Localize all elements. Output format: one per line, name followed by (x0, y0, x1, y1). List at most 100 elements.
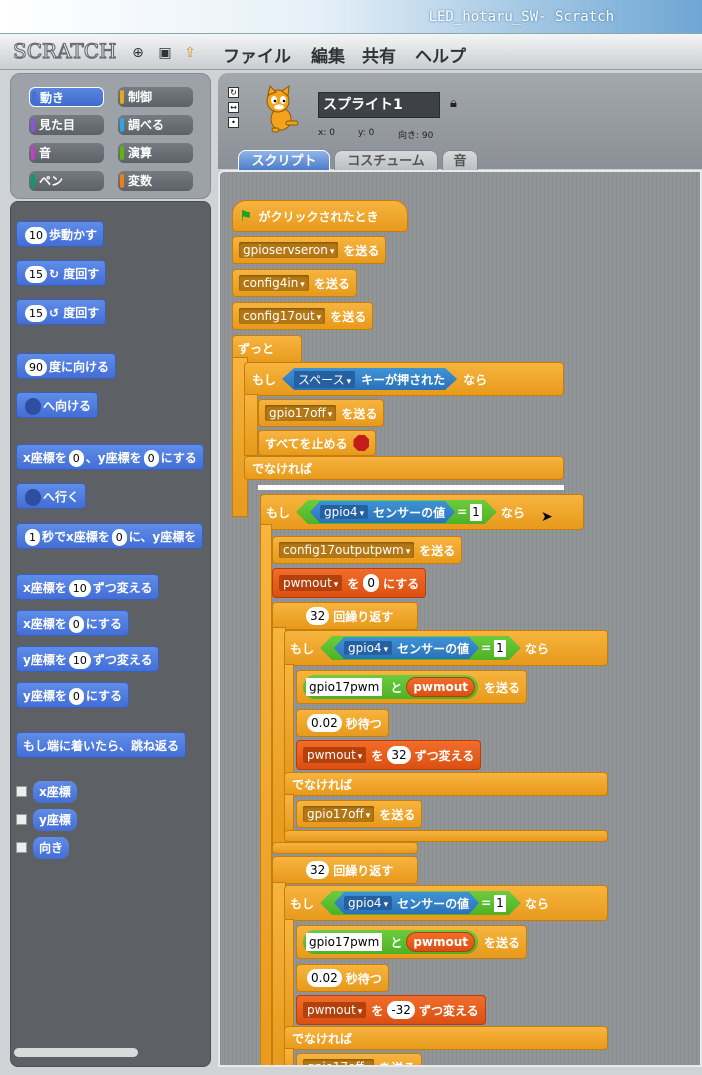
script-area[interactable]: ⚑がクリックされたとき gpioservseronを送る config4inを送… (218, 170, 702, 1067)
sprite-cat-icon (266, 85, 299, 133)
repeat-block[interactable] (272, 602, 418, 630)
repeat-block[interactable] (272, 856, 418, 884)
broadcast-block[interactable]: config17outputpwmを送る (272, 536, 463, 564)
tab-costumes[interactable]: コスチューム (334, 150, 438, 172)
category-sensing[interactable]: 調べる (118, 115, 193, 135)
category-motion[interactable]: 動き (29, 87, 104, 107)
if-sensor-condition: もし gpio4センサーの値=1 なら (260, 496, 531, 528)
window-title: LED_hotaru_SW- Scratch (428, 9, 614, 25)
repeat-end (272, 842, 418, 854)
x-position-reporter[interactable]: x座標 (33, 781, 77, 803)
palette-scrollbar[interactable] (14, 1048, 138, 1057)
else-label: でなければ (292, 1031, 353, 1046)
broadcast-block[interactable]: config17outを送る (232, 302, 374, 330)
if-sensor-condition: もし gpio4センサーの値=1 なら (284, 632, 555, 664)
category-pen[interactable]: ペン (29, 171, 104, 191)
tab-sounds[interactable]: 音 (442, 150, 478, 172)
green-flag-icon: ⚑ (239, 207, 253, 225)
globe-icon[interactable]: ⊕ (132, 45, 144, 61)
rotate-ccw-icon: ↺ (49, 306, 64, 320)
turn-left-block[interactable]: 15↺ 度回す (16, 299, 107, 325)
sprite-y-readout: y: 0 (358, 128, 375, 138)
turn-right-block[interactable]: 15↻ 度回す (16, 260, 107, 286)
direction-reporter[interactable]: 向き (33, 837, 70, 859)
broadcast-block[interactable]: gpio17offを送る (296, 800, 423, 828)
if-sensor-condition: もし gpio4センサーの値=1 なら (284, 887, 555, 919)
sprite-name-field[interactable]: スプライト1 (318, 92, 440, 118)
category-panel: 動き 制御 見た目 調べる 音 演算 ペン 変数 (10, 73, 211, 199)
if-else-arm (284, 664, 294, 774)
menu-bar: SCRATCH ⊕ ▣ ⇪ ファイル 編集 共有 ヘルプ (0, 34, 702, 70)
menu-help[interactable]: ヘルプ (415, 47, 466, 67)
if-else-end (284, 830, 608, 842)
else-arm (284, 794, 294, 834)
sprite-info-panel: ↻ ↔ • スプライト1 🔒︎ x: 0 y: 0 向き: 90 スクリプト コ… (218, 73, 702, 172)
title-bar: LED_hotaru_SW- Scratch (0, 0, 702, 34)
bounce-block[interactable]: もし端に着いたら、跳ね返る (16, 732, 187, 758)
broadcast-block[interactable]: gpioservseronを送る (232, 236, 387, 264)
sprite-x-readout: x: 0 (318, 128, 335, 138)
else-arm (284, 1048, 294, 1065)
if-condition-row: もし スペースキーが押された なら (246, 363, 493, 395)
category-variables[interactable]: 変数 (118, 171, 193, 191)
stop-all-block[interactable]: すべてを止める (258, 430, 377, 456)
y-position-reporter[interactable]: y座標 (33, 809, 77, 831)
point-towards-block[interactable]: へ向ける (16, 392, 99, 418)
key-pressed-sensor: スペースキーが押された (282, 368, 457, 390)
menu-file[interactable]: ファイル (223, 47, 291, 67)
if-sensor-arm (260, 524, 272, 1065)
else-bar (284, 772, 608, 796)
else-bar (244, 456, 564, 480)
scratch-logo: SCRATCH (12, 38, 117, 63)
category-control[interactable]: 制御 (118, 87, 193, 107)
else-label: でなければ (252, 461, 313, 476)
tab-scripts[interactable]: スクリプト (238, 150, 330, 172)
if-else-arm (284, 919, 294, 1029)
broadcast-block[interactable]: gpio17offを送る (258, 399, 385, 427)
broadcast-block[interactable]: config4inを送る (232, 269, 357, 297)
rotate-cw-icon: ↻ (49, 267, 64, 281)
menu-share[interactable]: 共有 (362, 47, 396, 67)
stop-sign-icon (353, 435, 370, 451)
lock-icon[interactable]: 🔒︎ (450, 96, 457, 111)
set-variable-block[interactable]: pwmoutを0にする (272, 568, 427, 598)
rotate-style-flip-icon[interactable]: ↔ (228, 102, 239, 113)
x-position-checkbox[interactable] (16, 786, 27, 797)
y-position-checkbox[interactable] (16, 814, 27, 825)
direction-checkbox[interactable] (16, 842, 27, 853)
change-variable-block[interactable]: pwmoutを32ずつ変える (296, 740, 482, 770)
category-looks[interactable]: 見た目 (29, 115, 104, 135)
forever-label: ずっと (238, 341, 275, 356)
sprite-direction-readout: 向き: 90 (398, 131, 434, 141)
else-label: でなければ (292, 777, 353, 792)
rotate-style-none-icon[interactable]: • (228, 117, 239, 128)
category-sound[interactable]: 音 (29, 143, 104, 163)
share-icon[interactable]: ⇪ (184, 45, 196, 61)
if-else-arm (244, 394, 258, 456)
rotate-style-full-icon[interactable]: ↻ (228, 87, 239, 98)
broadcast-block[interactable]: gpio17offを送る (296, 1053, 423, 1065)
category-operators[interactable]: 演算 (118, 143, 193, 163)
menu-edit[interactable]: 編集 (311, 47, 345, 67)
goto-block[interactable]: へ行く (16, 483, 87, 509)
when-flag-clicked-hat[interactable]: ⚑がクリックされたとき (232, 200, 408, 232)
save-icon[interactable]: ▣ (158, 45, 172, 61)
